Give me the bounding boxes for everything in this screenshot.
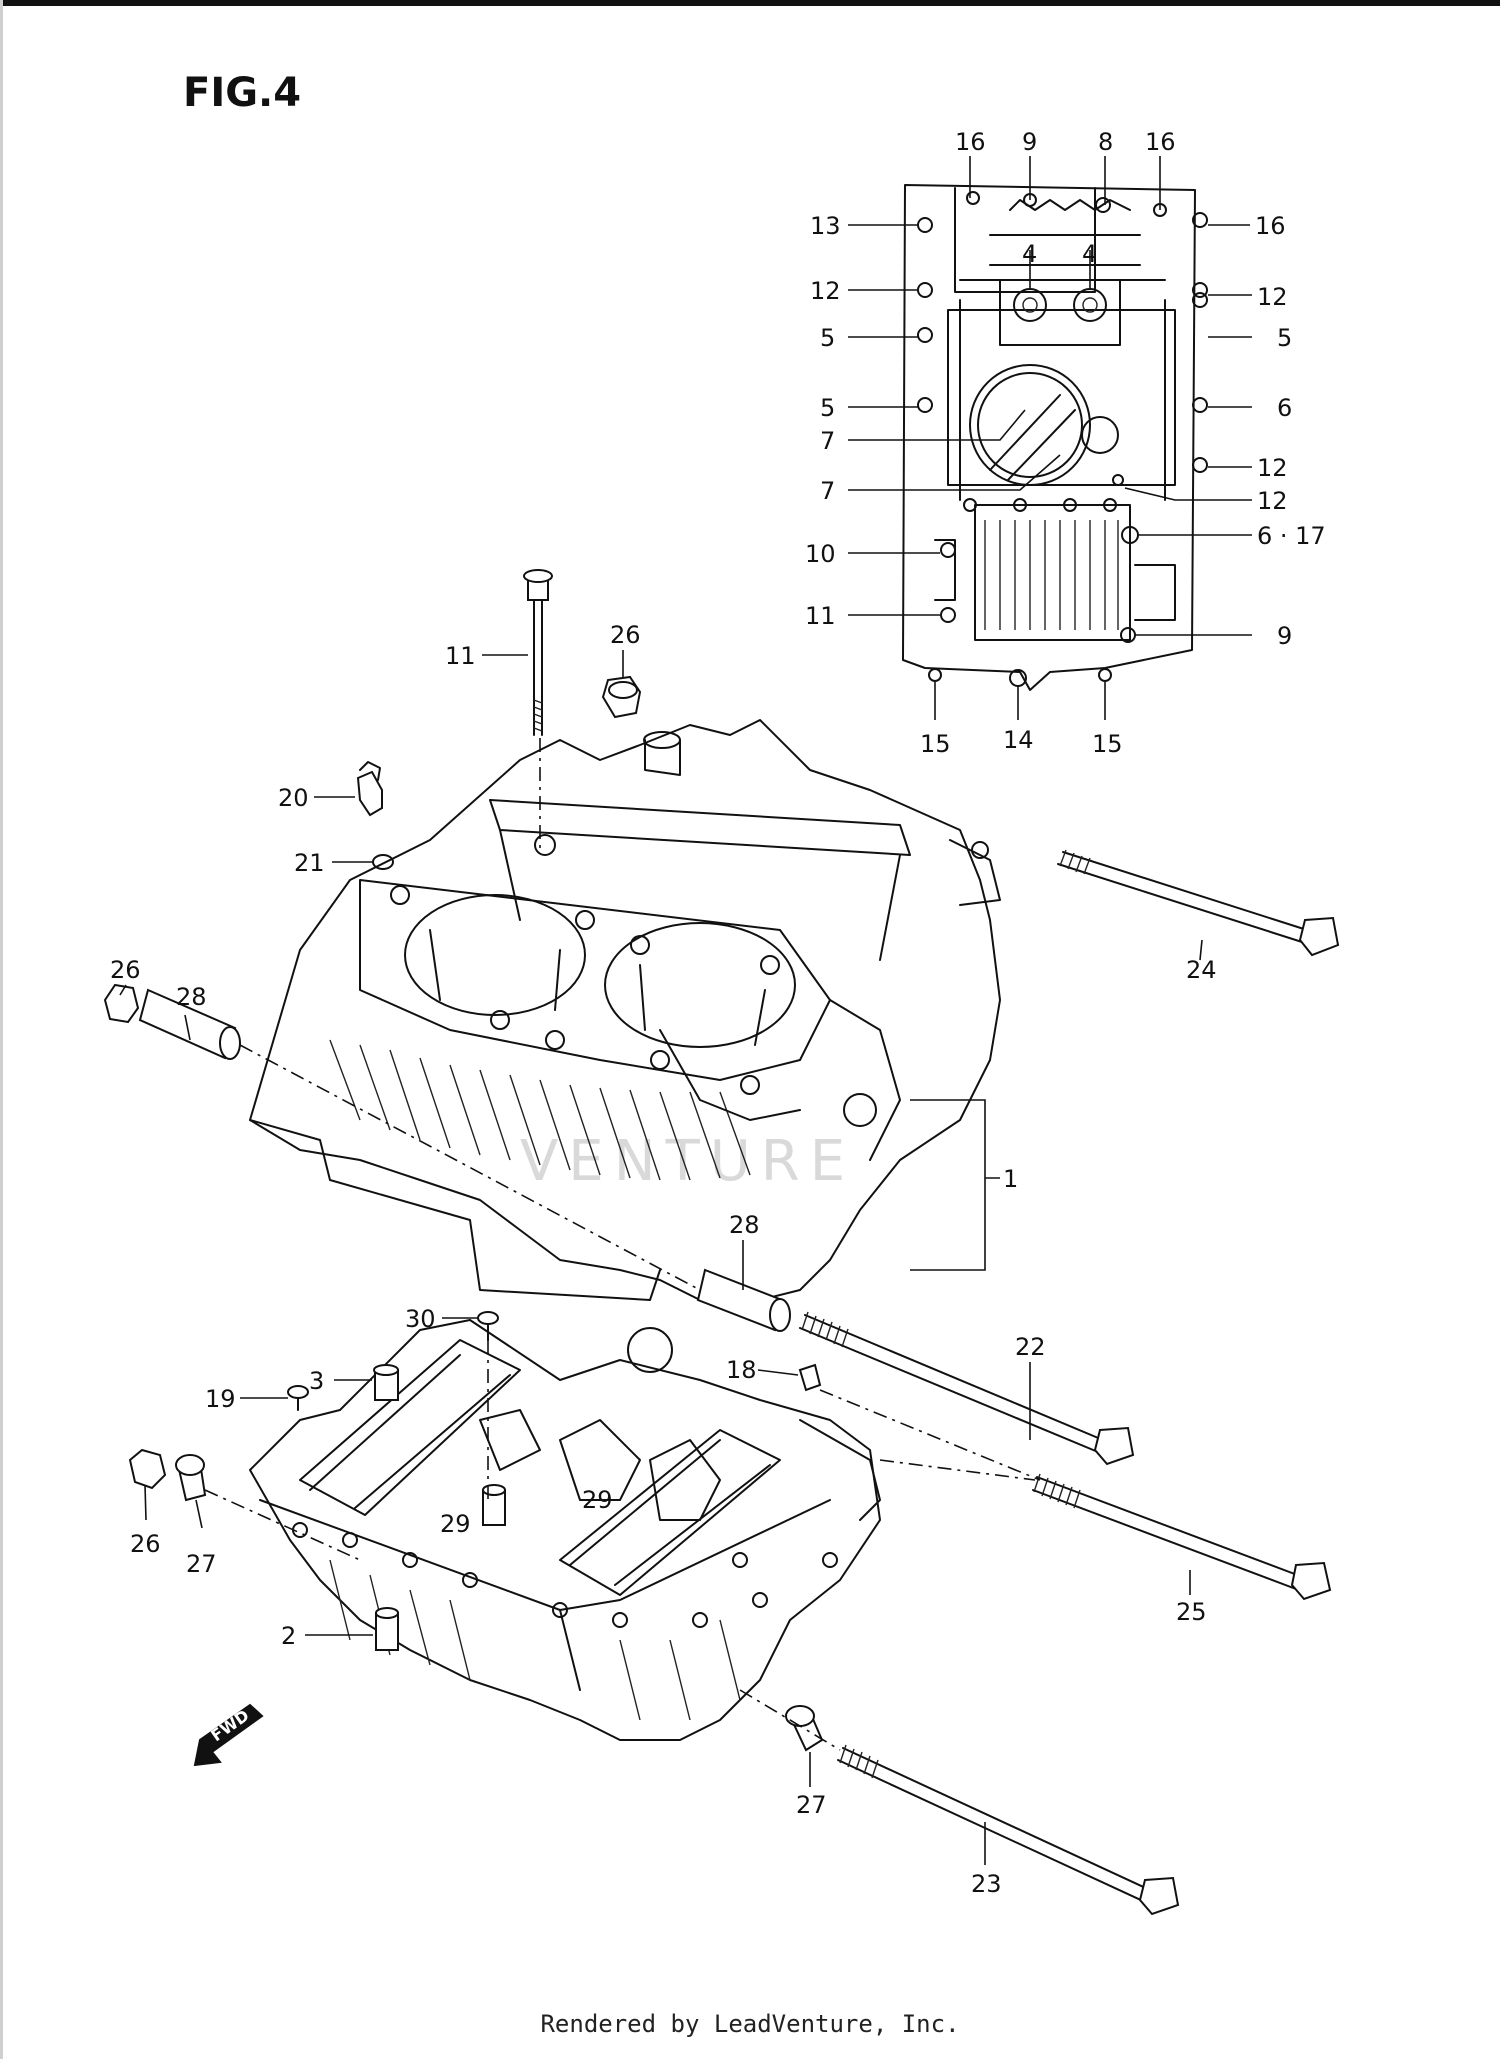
fwd-marker: FWD bbox=[193, 1703, 264, 1767]
callout-21: 21 bbox=[294, 849, 325, 877]
alignment-lines bbox=[204, 738, 1041, 1751]
bracket-part-1 bbox=[910, 1099, 1000, 1271]
callout-30: 30 bbox=[405, 1305, 436, 1333]
callout-7: 7 bbox=[820, 427, 835, 455]
callout-28: 28 bbox=[176, 983, 207, 1011]
callout-5: 5 bbox=[1277, 324, 1292, 352]
callout-25: 25 bbox=[1176, 1598, 1207, 1626]
callout-24: 24 bbox=[1186, 956, 1217, 984]
callout-26: 26 bbox=[110, 956, 141, 984]
callout-12: 12 bbox=[810, 277, 841, 305]
callout-22: 22 bbox=[1015, 1333, 1046, 1361]
callout-5: 5 bbox=[820, 394, 835, 422]
callout-3: 3 bbox=[309, 1367, 324, 1395]
callout-11: 11 bbox=[805, 602, 836, 630]
callout-27: 27 bbox=[796, 1791, 827, 1819]
oil-pan-inset bbox=[902, 184, 1208, 691]
callout-11: 11 bbox=[445, 642, 476, 670]
callout-29: 29 bbox=[440, 1510, 471, 1538]
callout-13: 13 bbox=[810, 212, 841, 240]
callout-29: 29 bbox=[582, 1486, 613, 1514]
callout-27: 27 bbox=[186, 1550, 217, 1578]
long-bolts bbox=[799, 849, 1340, 1916]
callout-4: 4 bbox=[1082, 240, 1097, 268]
callout-20: 20 bbox=[278, 784, 309, 812]
callout-16: 16 bbox=[955, 128, 986, 156]
callout-28: 28 bbox=[729, 1211, 760, 1239]
callout-16: 16 bbox=[1255, 212, 1286, 240]
callout-9: 9 bbox=[1022, 128, 1037, 156]
figure-title: FIG.4 bbox=[183, 70, 302, 116]
callout-19: 19 bbox=[205, 1385, 236, 1413]
callout-9: 9 bbox=[1277, 622, 1292, 650]
callout-16: 16 bbox=[1145, 128, 1176, 156]
callout-1: 1 bbox=[1003, 1165, 1018, 1193]
callout-12: 12 bbox=[1257, 283, 1288, 311]
callout-7: 7 bbox=[820, 477, 835, 505]
callout-5: 5 bbox=[820, 324, 835, 352]
top-border-line bbox=[0, 0, 1500, 6]
callout-12: 12 bbox=[1257, 487, 1288, 515]
callout-6-17: 6 · 17 bbox=[1257, 522, 1326, 550]
callout-15: 15 bbox=[920, 730, 951, 758]
left-scan-edge bbox=[0, 0, 3, 2059]
callout-8: 8 bbox=[1098, 128, 1113, 156]
callout-2: 2 bbox=[281, 1622, 296, 1650]
callout-10: 10 bbox=[805, 540, 836, 568]
callout-26: 26 bbox=[130, 1530, 161, 1558]
callout-26: 26 bbox=[610, 621, 641, 649]
callout-labels: 16 9 8 16 13 16 4 4 12 12 5 5 5 6 7 12 7… bbox=[110, 128, 1326, 1898]
callout-6: 6 bbox=[1277, 394, 1292, 422]
callout-14: 14 bbox=[1003, 726, 1034, 754]
lower-crankcase bbox=[249, 1319, 881, 1741]
small-parts bbox=[103, 569, 824, 1752]
callout-15: 15 bbox=[1092, 730, 1123, 758]
watermark-text: VENTURE bbox=[520, 1129, 855, 1194]
callout-18: 18 bbox=[726, 1356, 757, 1384]
callout-4: 4 bbox=[1022, 240, 1037, 268]
upper-crankcase bbox=[249, 719, 1001, 1373]
callout-23: 23 bbox=[971, 1870, 1002, 1898]
footer-credit: Rendered by LeadVenture, Inc. bbox=[540, 2010, 960, 2038]
leader-lines bbox=[119, 156, 1252, 1865]
callout-12: 12 bbox=[1257, 454, 1288, 482]
